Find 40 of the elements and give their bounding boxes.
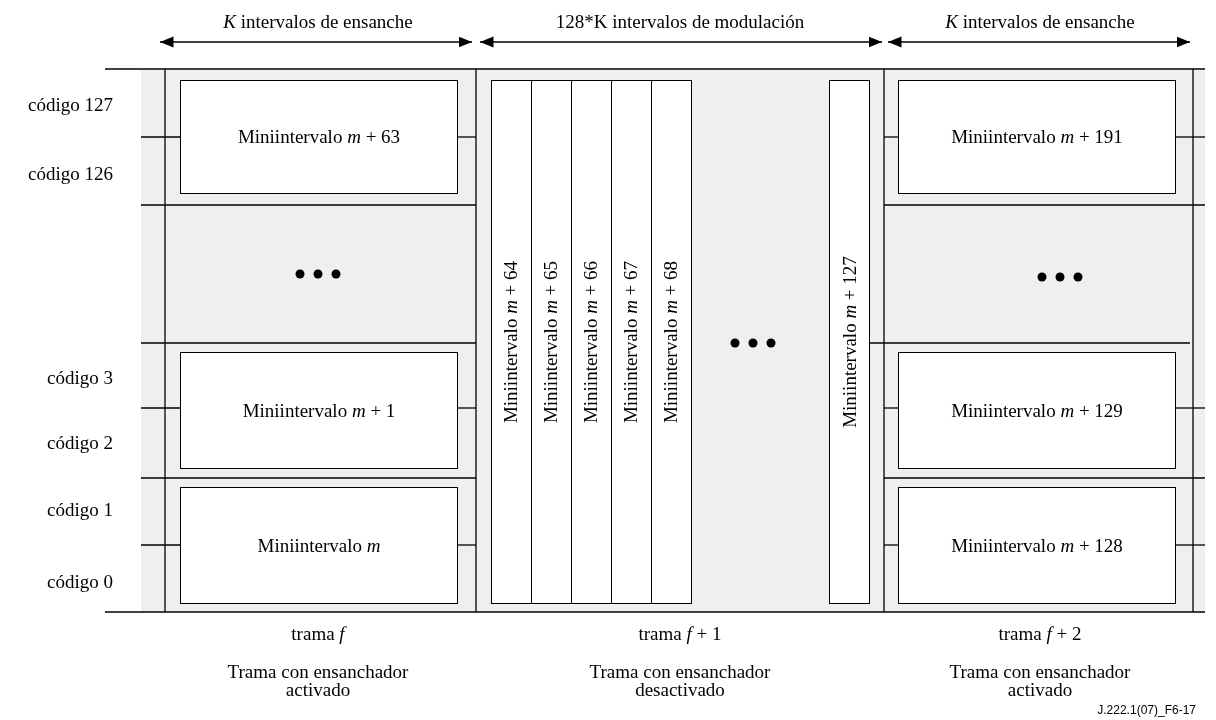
minislot-label: Miniintervalo m + 1 <box>242 399 396 422</box>
minislot-box <box>898 352 1176 469</box>
minislot-strip <box>611 80 652 604</box>
figure-number: J.222.1(07)_F6-17 <box>1097 703 1196 717</box>
dimension-label: K intervalos de ensanche <box>945 11 1135 33</box>
minislot-label: Miniintervalo m + 129 <box>951 399 1123 422</box>
code-label: código 0 <box>47 571 113 593</box>
minislot-strip <box>651 80 692 604</box>
dimension-label: K intervalos de ensanche <box>223 11 413 33</box>
minislot-box <box>898 80 1176 194</box>
minislot-label: Miniintervalo m + 191 <box>951 126 1123 148</box>
minislot-strip <box>531 80 572 604</box>
code-label: código 3 <box>47 367 113 389</box>
minislot-label: Miniintervalo m + 64 <box>500 260 523 424</box>
frame-description: Trama con ensanchador desactivado <box>588 663 772 699</box>
minislot-label: Miniintervalo m + 128 <box>951 534 1123 557</box>
code-label: código 2 <box>47 432 113 454</box>
code-label: código 126 <box>28 163 113 185</box>
minislot-box <box>898 487 1176 604</box>
minislot-label: Miniintervalo m + 65 <box>540 260 563 424</box>
frame-label: trama f + 1 <box>638 623 722 645</box>
frame-label: trama f + 2 <box>998 623 1082 645</box>
code-label: código 1 <box>47 499 113 521</box>
minislot-box <box>180 352 458 469</box>
minislot-label: Miniintervalo m + 66 <box>580 260 603 424</box>
minislot-label: Miniintervalo m <box>257 534 381 557</box>
frame-description: Trama con ensanchador activado <box>226 663 410 699</box>
frame-label: trama f <box>291 623 345 645</box>
dimension-label: 128*K intervalos de modulación <box>555 11 805 33</box>
minislot-strip <box>491 80 532 604</box>
minislot-label: Miniintervalo m + 68 <box>660 260 683 424</box>
minislot-label: Miniintervalo m + 63 <box>237 126 401 148</box>
minislot-label: Miniintervalo m + 67 <box>620 260 643 424</box>
minislot-strip <box>829 80 870 604</box>
code-label: código 127 <box>28 94 113 116</box>
minislot-strip <box>571 80 612 604</box>
minislot-label: Miniintervalo m + 127 <box>838 256 861 428</box>
minislot-box <box>180 80 458 194</box>
frame-description: Trama con ensanchador activado <box>948 663 1132 699</box>
minislot-box <box>180 487 458 604</box>
